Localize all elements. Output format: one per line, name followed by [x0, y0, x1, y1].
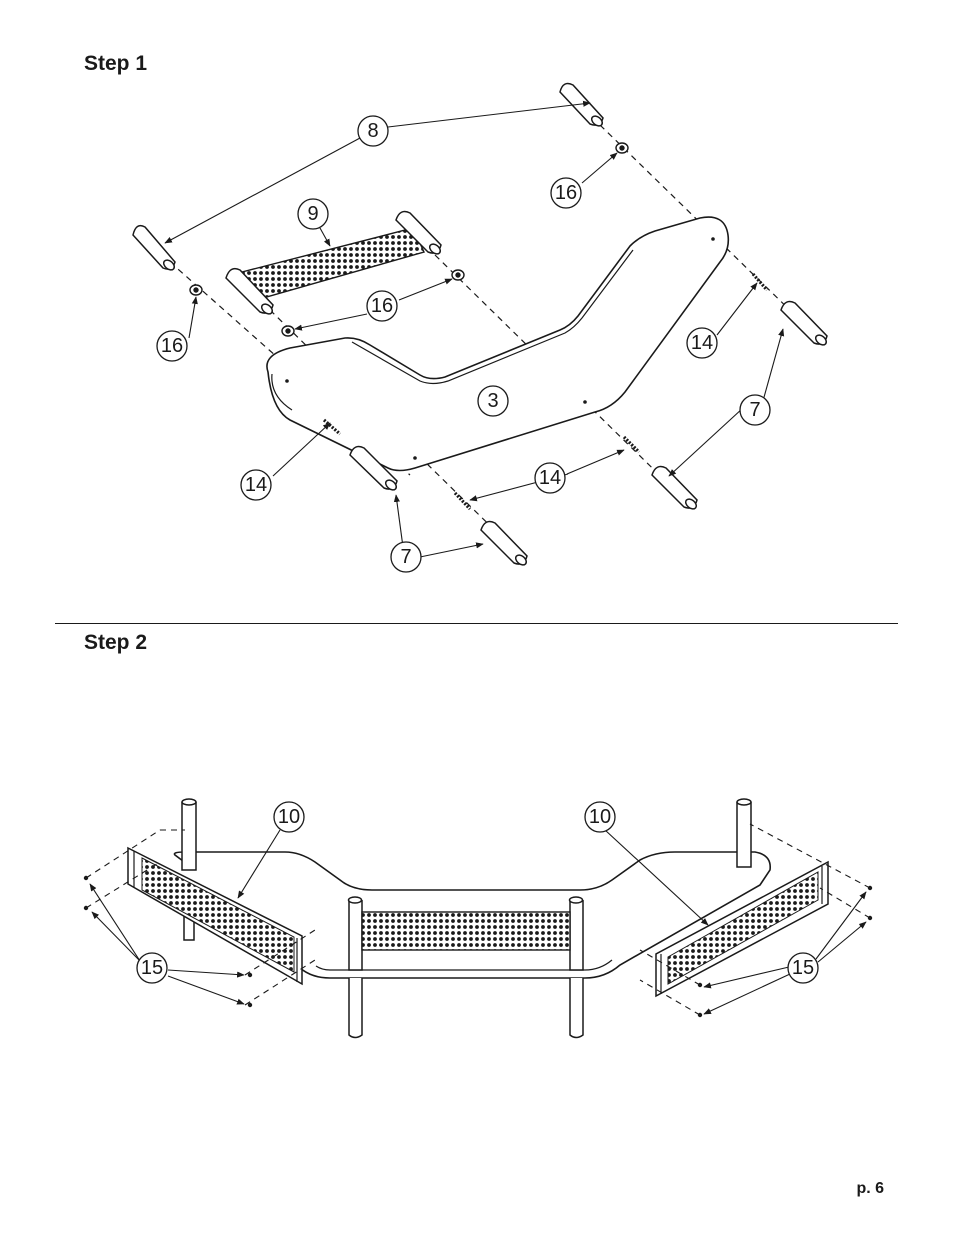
- center-perforated-panel: [362, 912, 570, 950]
- post: [349, 897, 363, 1038]
- callout-14-label: 14: [691, 332, 713, 354]
- leg-part-7: [781, 302, 828, 347]
- callout-8-label: 8: [367, 120, 378, 142]
- page-number: p. 6: [856, 1180, 884, 1198]
- callout-9-label: 9: [307, 203, 318, 225]
- callout-16-label: 16: [371, 295, 393, 317]
- callout-7-label: 7: [749, 399, 760, 421]
- callout-10-label: 10: [278, 806, 300, 828]
- callout-14-label: 14: [245, 474, 267, 496]
- callout-15-label: 15: [792, 957, 814, 979]
- leg-part-7: [481, 522, 528, 567]
- post: [570, 897, 584, 1038]
- callout-3-label: 3: [487, 390, 498, 412]
- step2-assembly-diagram: 10 10 15 15: [0, 640, 954, 1080]
- callout-7-label: 7: [400, 546, 411, 568]
- callout-16-label: 16: [161, 335, 183, 357]
- callout-15-label: 15: [141, 957, 163, 979]
- callout-14-label: 14: [539, 467, 561, 489]
- step-divider: [55, 623, 898, 624]
- tube-part-8: [133, 226, 176, 272]
- callout-10-label: 10: [589, 806, 611, 828]
- perforated-panel-part-9: [242, 228, 424, 300]
- leg-part-7: [652, 467, 698, 511]
- post: [737, 799, 751, 867]
- callout-16-label: 16: [555, 182, 577, 204]
- step1-exploded-diagram: 8 9 16 16 16 3 14 14 14 7 7: [0, 0, 954, 620]
